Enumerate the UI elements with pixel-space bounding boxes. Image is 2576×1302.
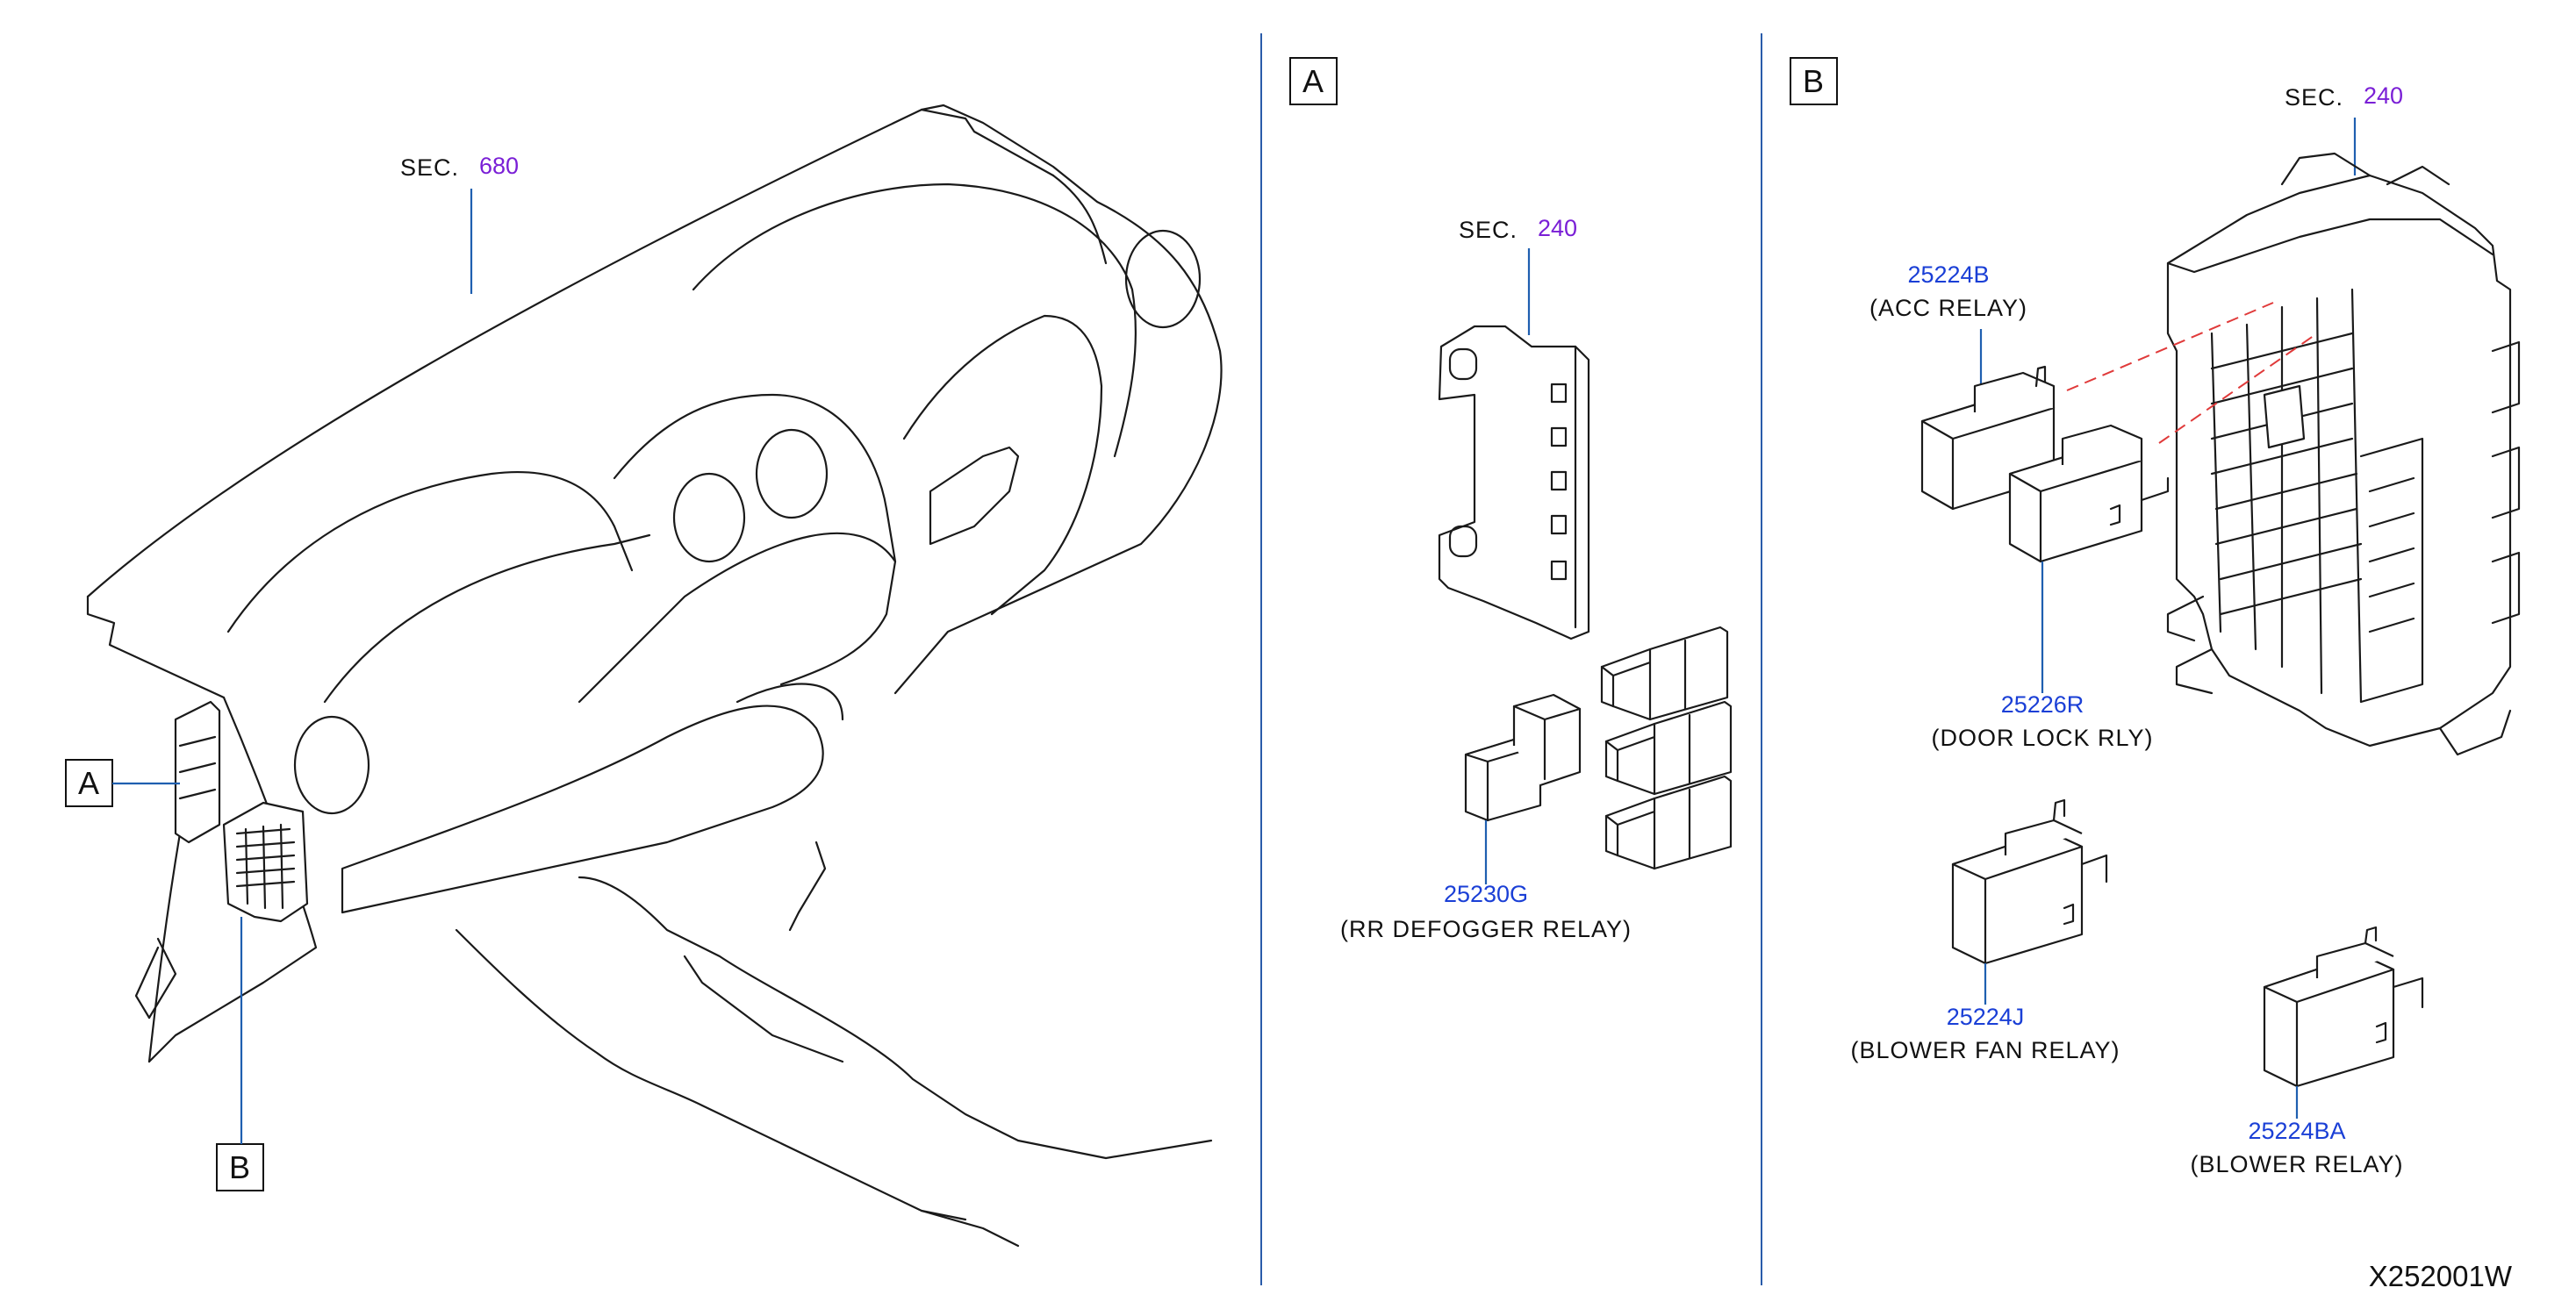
sec-680-link[interactable]: 680 (479, 153, 519, 179)
relay-25224ba (2263, 926, 2424, 1088)
relay-25224j (1951, 798, 2108, 965)
callout-b-label[interactable]: B (229, 1149, 250, 1185)
relay-25226r (2008, 424, 2170, 563)
callout-b-box (216, 1143, 264, 1191)
part-25230g-number[interactable]: 25230G (1444, 881, 1528, 907)
part-25224b-number[interactable]: 25224B (1907, 261, 1989, 288)
panel-a-box (1289, 57, 1338, 105)
fuse-block (2166, 152, 2521, 756)
part-25224ba-number[interactable]: 25224BA (2248, 1118, 2345, 1144)
diagram-id: X252001W (2369, 1260, 2513, 1292)
relay-bracket (1438, 325, 1590, 640)
panel-b-box (1790, 57, 1838, 105)
sec-240-b-link[interactable]: 240 (2364, 82, 2403, 109)
relay-stack (1600, 626, 1733, 870)
part-25230g-name: (RR DEFOGGER RELAY) (1340, 916, 1632, 942)
callout-a-box (65, 759, 113, 807)
door-relay-guide (2158, 333, 2318, 444)
part-25226r-number[interactable]: 25226R (2001, 691, 2084, 718)
part-25226r-name: (DOOR LOCK RLY) (1931, 725, 2153, 751)
sec-680-prefix: SEC. (400, 154, 459, 181)
relay-bracket-a-small (174, 700, 221, 844)
part-25224j-name: (BLOWER FAN RELAY) (1850, 1037, 2120, 1063)
part-25224j-number[interactable]: 25224J (1947, 1004, 2025, 1030)
instrument-panel-drawing (86, 104, 1223, 1248)
callout-a-label[interactable]: A (78, 765, 99, 801)
sec-240-a-link[interactable]: 240 (1538, 215, 1577, 241)
fuse-block-b-small (222, 801, 309, 923)
part-25224ba-name: (BLOWER RELAY) (2190, 1151, 2403, 1177)
sec-240-b-prefix: SEC. (2285, 84, 2343, 111)
sec-240-a-prefix: SEC. (1459, 217, 1518, 243)
part-25224b-name: (ACC RELAY) (1869, 295, 2027, 321)
relay-25230g (1464, 693, 1582, 822)
panel-a-label: A (1302, 63, 1324, 99)
panel-b-label: B (1803, 63, 1824, 99)
